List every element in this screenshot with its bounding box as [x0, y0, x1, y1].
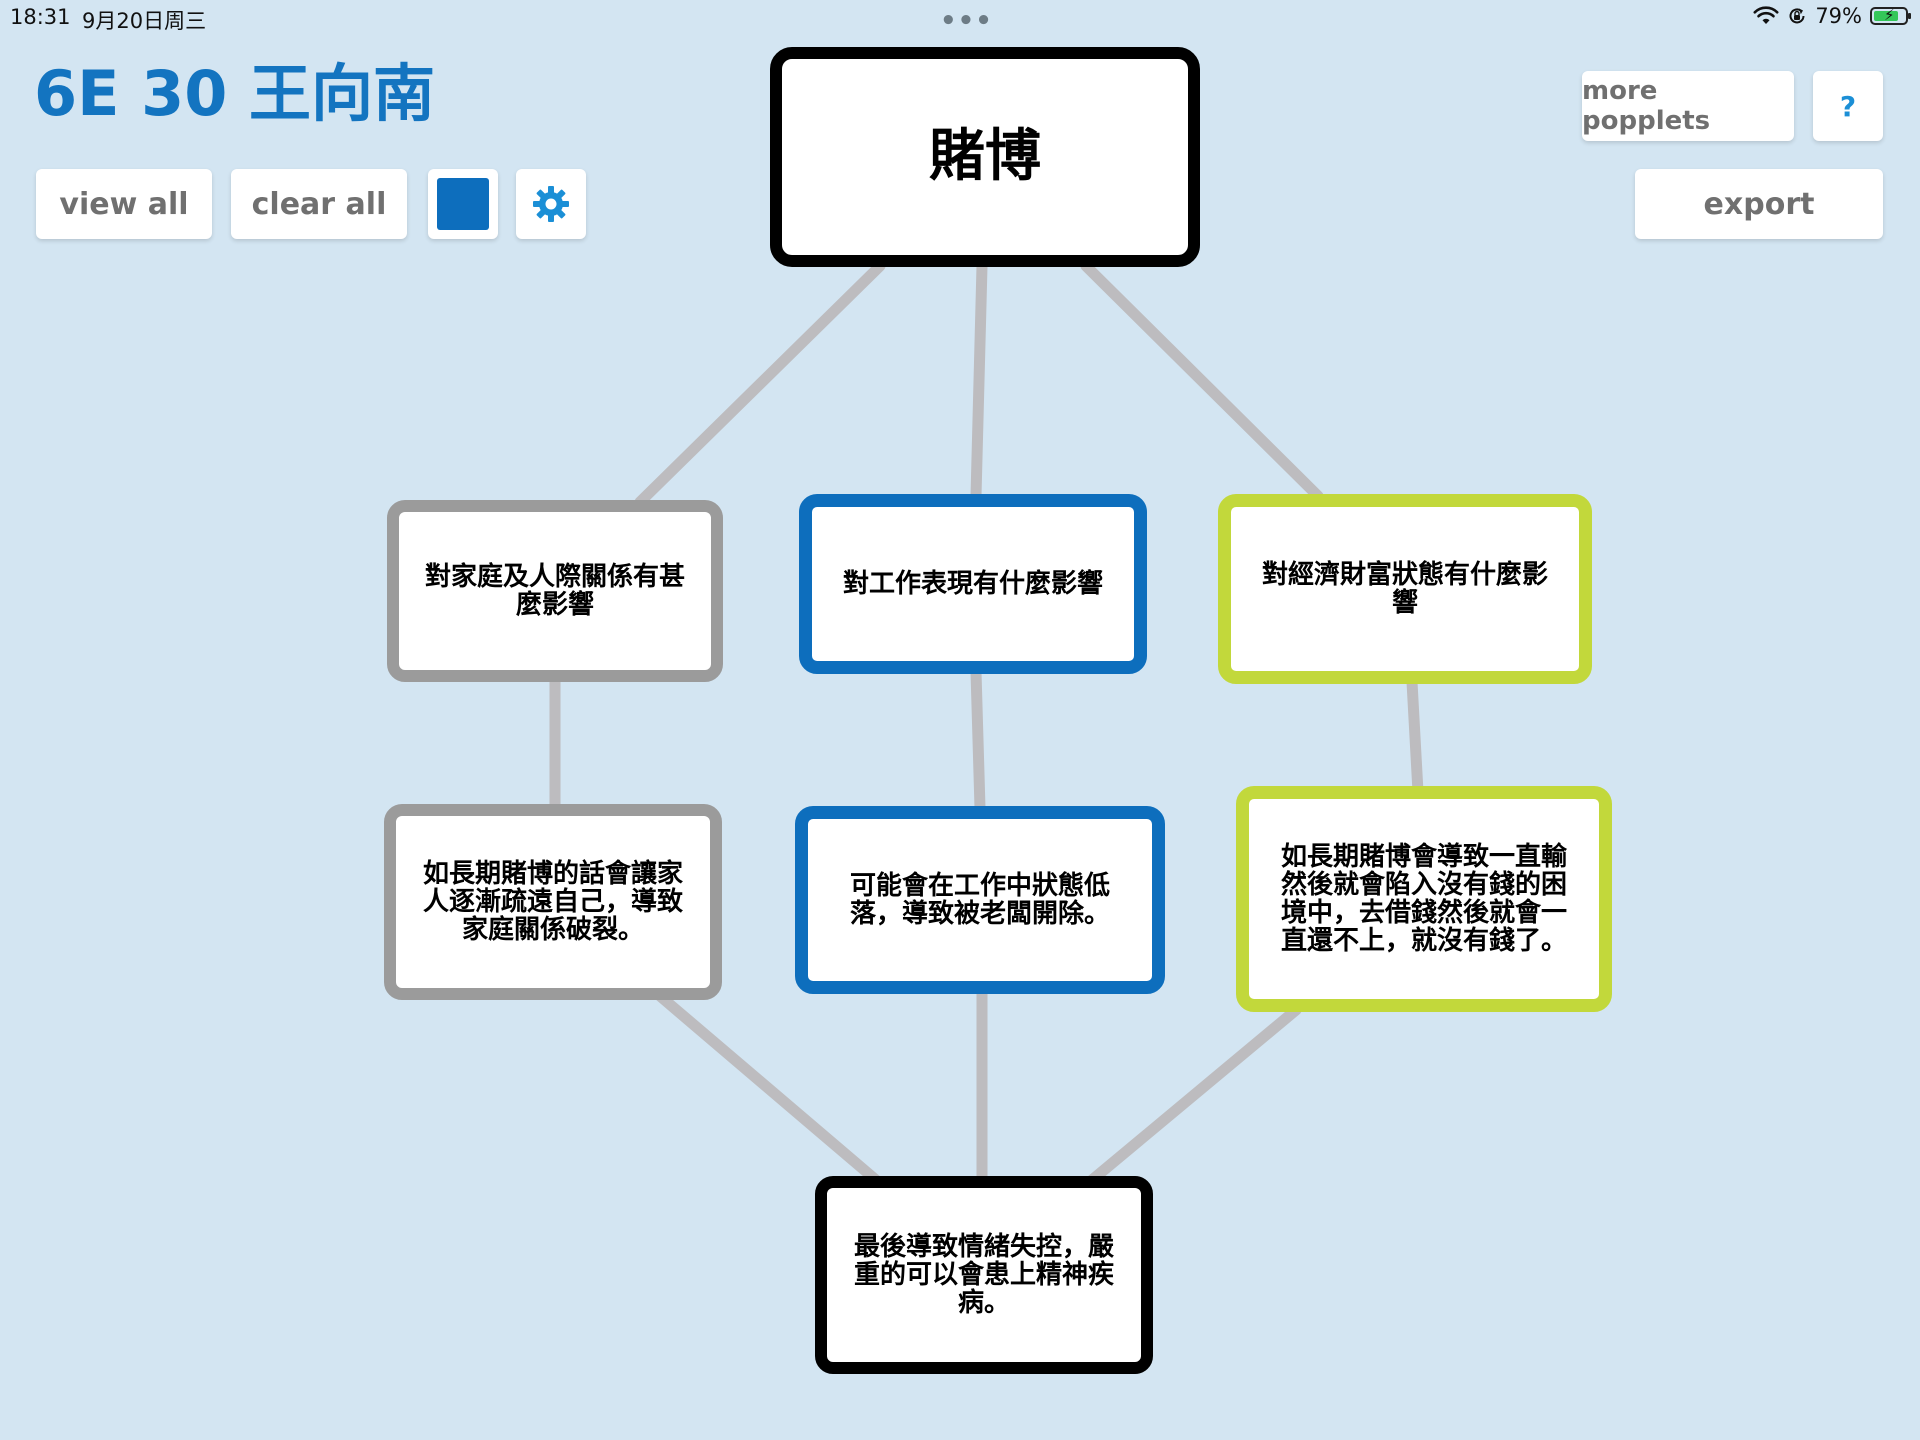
- status-time: 18:31: [10, 5, 71, 29]
- help-button[interactable]: ?: [1813, 71, 1883, 141]
- battery-icon: ⚡: [1870, 6, 1911, 25]
- connector-root-work: [970, 260, 988, 502]
- popple-work[interactable]: 對工作表現有什麼影響: [799, 494, 1147, 674]
- connector-work-detail: [970, 666, 986, 814]
- popple-finance-detail-text: 如長期賭博會導致一直輸然後就會陷入沒有錢的困境中，去借錢然後就會一直還不上，就沒…: [1280, 842, 1567, 956]
- popple-work-detail[interactable]: 可能會在工作中狀態低落，導致被老闆開除。: [795, 806, 1165, 994]
- connector-family-conclusion: [654, 990, 882, 1186]
- wifi-icon: [1753, 6, 1779, 24]
- popple-family-text: 對家庭及人際關係有甚麼影響: [424, 562, 685, 620]
- popple-root[interactable]: 賭博: [770, 47, 1200, 267]
- popple-conclusion-text: 最後導致情緒失控，嚴重的可以會患上精神疾病。: [853, 1232, 1114, 1318]
- export-button[interactable]: export: [1635, 169, 1883, 239]
- connector-finance-detail: [1406, 676, 1424, 798]
- page-title[interactable]: 6E 30 王向南: [34, 57, 435, 130]
- more-popplets-button[interactable]: more popplets: [1582, 71, 1794, 141]
- popple-finance-detail[interactable]: 如長期賭博會導致一直輸然後就會陷入沒有錢的困境中，去借錢然後就會一直還不上，就沒…: [1236, 786, 1612, 1012]
- connector-root-family: [634, 260, 886, 508]
- gear-icon: [533, 186, 569, 222]
- settings-button[interactable]: [516, 169, 586, 239]
- status-bar: 18:31 9月20日周三 ••• 79% ⚡: [0, 0, 1920, 34]
- view-all-button[interactable]: view all: [36, 169, 212, 239]
- status-date: 9月20日周三: [82, 9, 207, 33]
- battery-level: [1874, 11, 1898, 21]
- popple-work-detail-text: 可能會在工作中狀態低落，導致被老闆開除。: [849, 871, 1110, 929]
- popple-finance-text: 對經濟財富狀態有什麼影響: [1261, 560, 1548, 618]
- popple-root-text: 賭博: [929, 124, 1041, 189]
- color-picker-button[interactable]: [428, 169, 498, 239]
- connector-finance-conclusion: [1086, 1004, 1302, 1186]
- orientation-lock-icon: [1789, 8, 1805, 24]
- popple-conclusion[interactable]: 最後導致情緒失控，嚴重的可以會患上精神疾病。: [815, 1176, 1153, 1374]
- charging-bolt-icon: ⚡: [1884, 6, 1895, 24]
- battery-percent: 79%: [1815, 4, 1862, 28]
- multitasking-dots-icon[interactable]: •••: [940, 6, 993, 36]
- popple-work-text: 對工作表現有什麼影響: [842, 569, 1103, 599]
- connector-root-finance: [1080, 260, 1324, 502]
- selected-color-swatch: [437, 178, 489, 230]
- popple-family[interactable]: 對家庭及人際關係有甚麼影響: [387, 500, 723, 682]
- status-indicators: 79% ⚡: [1753, 4, 1911, 28]
- popple-family-detail[interactable]: 如長期賭博的話會讓家人逐漸疏遠自己，導致家庭關係破裂。: [384, 804, 722, 1000]
- popple-family-detail-text: 如長期賭博的話會讓家人逐漸疏遠自己，導致家庭關係破裂。: [422, 859, 683, 945]
- clear-all-button[interactable]: clear all: [231, 169, 407, 239]
- popple-finance[interactable]: 對經濟財富狀態有什麼影響: [1218, 494, 1592, 684]
